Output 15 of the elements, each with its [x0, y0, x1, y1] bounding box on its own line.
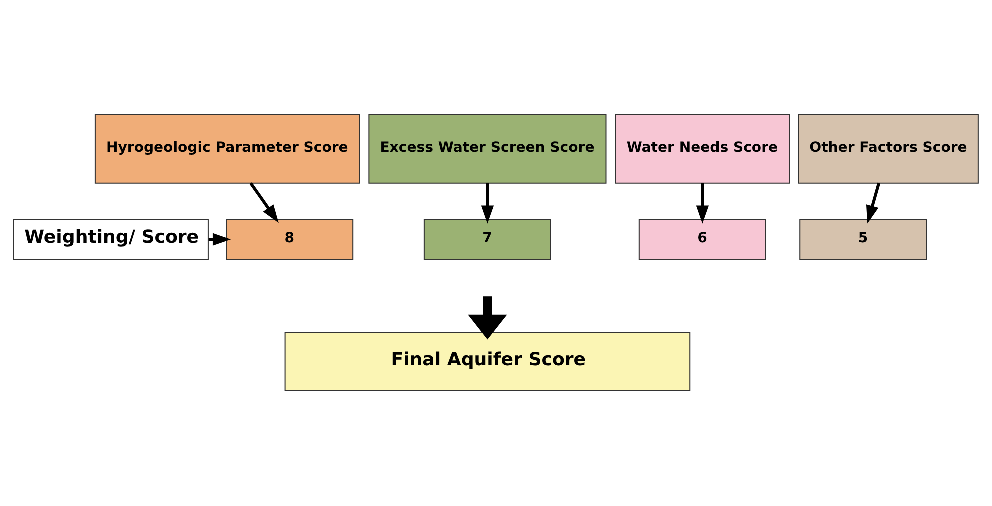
node-box: Excess Water Screen Score — [368, 114, 607, 184]
node-box: Other Factors Score — [798, 114, 979, 184]
node-box: 6 — [638, 218, 766, 260]
node-box: Hyrogeologic Parameter Score — [94, 114, 360, 184]
arrow — [250, 182, 279, 224]
node-box: 5 — [800, 218, 928, 260]
node-box: 8 — [226, 218, 354, 260]
node-box: Water Needs Score — [615, 114, 790, 184]
node-box: Final Aquifer Score — [284, 332, 691, 392]
node-box: 7 — [424, 218, 552, 260]
arrow — [866, 182, 881, 224]
arrow — [696, 183, 710, 224]
node-box: Weighting/ Score — [13, 218, 209, 260]
arrow — [468, 296, 508, 340]
arrow — [481, 183, 494, 224]
